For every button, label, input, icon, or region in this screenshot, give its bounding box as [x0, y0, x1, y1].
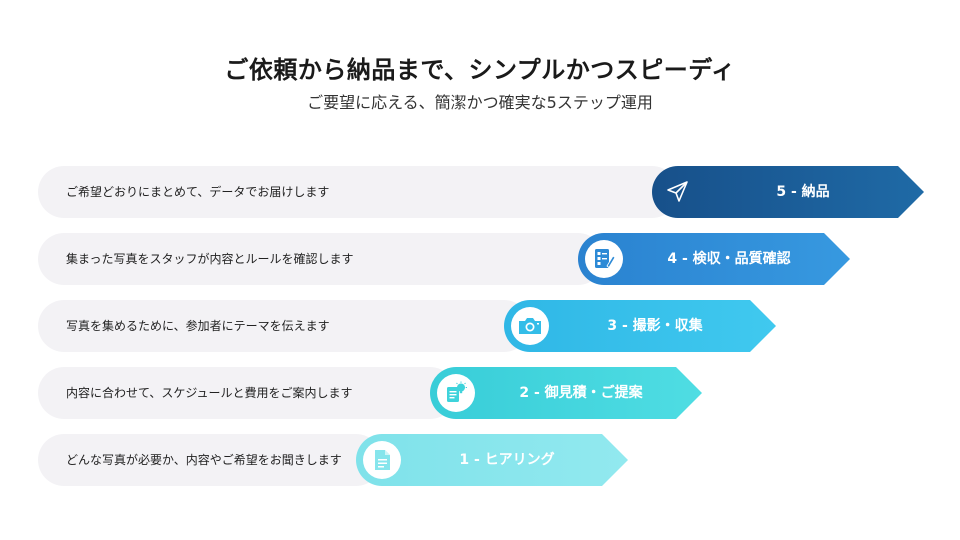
step-description: 写真を集めるために、参加者にテーマを伝えます — [66, 319, 330, 333]
camera-icon — [517, 315, 543, 337]
row-background — [38, 367, 456, 419]
page-title: ご依頼から納品まで、シンプルかつスピーディ — [224, 56, 736, 84]
step-icon-circle — [585, 240, 623, 278]
document-icon — [371, 448, 393, 472]
paper-plane-icon — [665, 179, 691, 205]
row-background — [38, 166, 678, 218]
step-description: どんな写真が必要か、内容やご希望をお聞きします — [66, 453, 342, 467]
step-badge-4: 4 - 検収・品質確認 — [578, 233, 850, 285]
step-description: 集まった写真をスタッフが内容とルールを確認します — [66, 252, 354, 266]
step-icon-circle — [659, 173, 697, 211]
step-label: 4 - 検収・品質確認 — [667, 251, 791, 267]
row-background — [38, 300, 530, 352]
step-icon-circle — [437, 374, 475, 412]
row-background — [38, 434, 382, 486]
step-badge-3: 3 - 撮影・収集 — [504, 300, 776, 352]
step-badge-2: 2 - 御見積・ご提案 — [430, 367, 702, 419]
step-icon-circle — [511, 307, 549, 345]
step-label: 2 - 御見積・ご提案 — [519, 385, 643, 401]
row-background — [38, 233, 604, 285]
step-description: 内容に合わせて、スケジュールと費用をご案内します — [66, 386, 353, 400]
step-icon-circle — [363, 441, 401, 479]
step-label: 3 - 撮影・収集 — [607, 318, 703, 334]
step-description: ご希望どおりにまとめて、データでお届けします — [66, 185, 330, 199]
page-subtitle: ご要望に応える、簡潔かつ確実な5ステップ運用 — [307, 93, 653, 112]
step-badge-1: 1 - ヒアリング — [356, 434, 628, 486]
step-badge-5: 5 - 納品 — [652, 166, 924, 218]
step-label: 5 - 納品 — [776, 184, 830, 200]
idea-document-icon — [444, 381, 468, 405]
step-label: 1 - ヒアリング — [459, 452, 555, 468]
checklist-icon — [592, 247, 616, 271]
